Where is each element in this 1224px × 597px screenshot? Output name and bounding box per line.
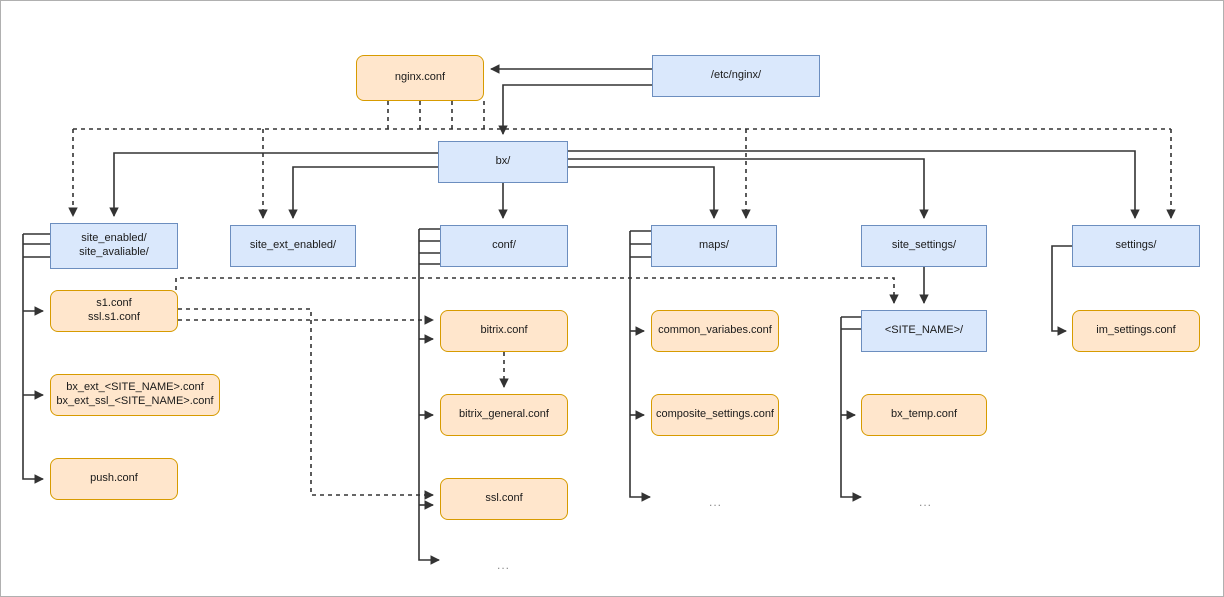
- node-label: site_settings/: [891, 239, 957, 252]
- node-common-variabes-conf[interactable]: common_variabes.conf: [651, 310, 779, 352]
- node-label: bx/: [495, 155, 511, 168]
- node-ssl-conf[interactable]: ssl.conf: [440, 478, 568, 520]
- node-maps[interactable]: maps/: [651, 225, 777, 267]
- node-bitrix-conf[interactable]: bitrix.conf: [440, 310, 568, 352]
- node-push-conf[interactable]: push.conf: [50, 458, 178, 500]
- node-label: conf/: [492, 239, 516, 252]
- edge-siteenabled-trunk-push: [22, 234, 44, 484]
- node-label: bx_ext_<SITE_NAME>.conf bx_ext_ssl_<SITE…: [56, 381, 214, 407]
- node-etc-nginx[interactable]: /etc/nginx/: [652, 55, 820, 97]
- node-label: bx_temp.conf: [890, 408, 958, 421]
- node-site-settings[interactable]: site_settings/: [861, 225, 987, 267]
- node-label: common_variabes.conf: [658, 324, 772, 337]
- node-bx[interactable]: bx/: [438, 141, 568, 183]
- node-label: bitrix_general.conf: [459, 408, 549, 421]
- node-label: site_ext_enabled/: [249, 239, 337, 252]
- edge-s1conf-to-sslconf: [178, 308, 434, 500]
- node-bx-temp-conf[interactable]: bx_temp.conf: [861, 394, 987, 436]
- edge-bx-to-siteenabled: [109, 152, 438, 217]
- edge-sitenamedir-trunk-more: [840, 317, 862, 502]
- node-im-settings-conf[interactable]: im_settings.conf: [1072, 310, 1200, 352]
- node-nginx-conf[interactable]: nginx.conf: [356, 55, 484, 101]
- node-label: im_settings.conf: [1096, 324, 1176, 337]
- ellipsis-site-settings-more: ...: [919, 495, 933, 509]
- node-label: bitrix.conf: [480, 324, 528, 337]
- node-site-enabled[interactable]: site_enabled/ site_avaliable/: [50, 223, 178, 269]
- node-bitrix-general-conf[interactable]: bitrix_general.conf: [440, 394, 568, 436]
- node-label: composite_settings.conf: [655, 408, 774, 421]
- edge-maps-trunk-more: [629, 231, 651, 502]
- edge-etcnginx-to-bx: [498, 84, 652, 135]
- node-label: site_enabled/ site_avaliable/: [79, 232, 149, 258]
- edge-bx-to-settings: [568, 150, 1140, 219]
- node-label: settings/: [1115, 239, 1157, 252]
- edge-bx-to-siteextenabled: [288, 166, 438, 219]
- node-composite-settings-conf[interactable]: composite_settings.conf: [651, 394, 779, 436]
- node-label: <SITE_NAME>/: [884, 324, 964, 337]
- node-site-name-dir[interactable]: <SITE_NAME>/: [861, 310, 987, 352]
- edge-bx-to-maps: [568, 166, 719, 219]
- node-s1-conf[interactable]: s1.conf ssl.s1.conf: [50, 290, 178, 332]
- node-label: nginx.conf: [394, 71, 446, 84]
- node-label: ssl.conf: [485, 492, 523, 505]
- node-settings[interactable]: settings/: [1072, 225, 1200, 267]
- ellipsis-maps-more: ...: [709, 495, 723, 509]
- node-label: s1.conf ssl.s1.conf: [88, 297, 140, 323]
- node-label: push.conf: [90, 472, 138, 485]
- edge-settings-to-imsettings: [1051, 245, 1072, 336]
- node-label: maps/: [699, 239, 729, 252]
- ellipsis-conf-more: ...: [497, 558, 511, 572]
- node-label: /etc/nginx/: [710, 69, 762, 82]
- node-bx-ext-conf[interactable]: bx_ext_<SITE_NAME>.conf bx_ext_ssl_<SITE…: [50, 374, 220, 416]
- node-conf[interactable]: conf/: [440, 225, 568, 267]
- node-site-ext-enabled[interactable]: site_ext_enabled/: [230, 225, 356, 267]
- edge-bx-to-sitesettings: [568, 158, 929, 219]
- edge-s1conf-to-sitenamedir: [175, 277, 899, 304]
